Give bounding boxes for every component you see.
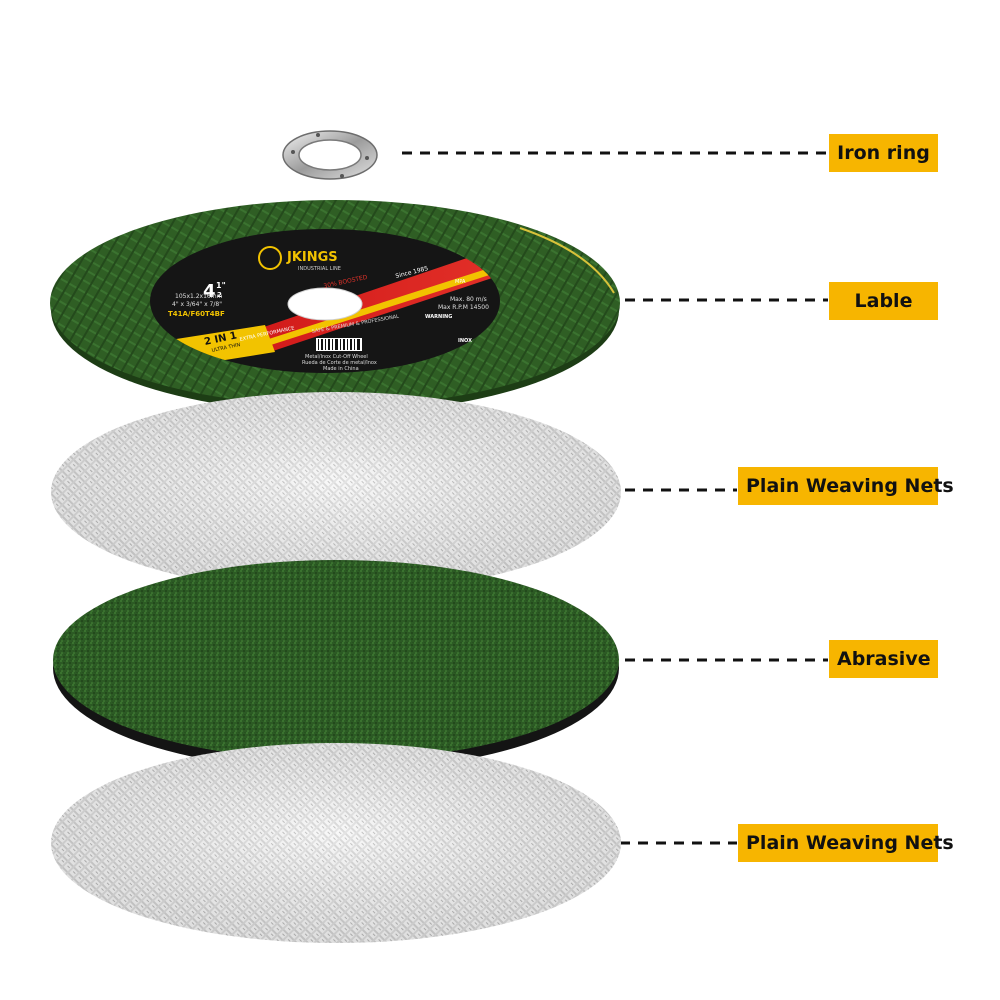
weaving-net-bottom-illustration — [51, 743, 621, 943]
disc-max-rpm-text: Max R.P.M 14500 — [438, 304, 489, 311]
disc-brand-text: JKINGS — [286, 250, 338, 265]
disc-inox-text: INOX — [458, 338, 472, 344]
disc-model-text: T41A/F60T4BF — [168, 310, 225, 318]
disc-mpa-text: MPA — [455, 279, 466, 285]
leader-lines — [402, 151, 828, 845]
disc-size-text: 4 — [203, 281, 216, 302]
disc-use-es-text: Rueda de Corte de metal/Inox — [302, 360, 377, 366]
weaving-net-top-illustration — [51, 392, 621, 592]
disc-use-en-text: Metal/Inox Cut-Off Wheel — [305, 354, 368, 360]
disc-spec-mm-text: 105x1.2x16mm — [175, 293, 223, 300]
callout-plain-weaving-nets-bottom: Plain Weaving Nets — [738, 824, 954, 862]
callout-plain-weaving-nets-top-text: Plain Weaving Nets — [746, 475, 954, 497]
callout-abrasive-text: Abrasive — [837, 648, 931, 670]
callout-abrasive: Abrasive — [829, 640, 938, 678]
callout-lable: Lable — [829, 282, 938, 320]
labelled-disc-illustration: JKINGS INDUSTRIAL LINE 4 1" 2 105x1.2x16… — [50, 200, 620, 413]
callout-iron-ring: Iron ring — [829, 134, 938, 172]
disc-barcode-bars — [318, 339, 360, 350]
disc-spec-in-text: 4" x 3/64" x 7/8" — [172, 301, 222, 308]
disc-warning-text: WARNING — [425, 314, 452, 320]
disc-brand-sub-text: INDUSTRIAL LINE — [298, 266, 341, 272]
abrasive-illustration — [53, 560, 619, 771]
disc-ultra-thin-text: ULTRA THIN — [211, 342, 241, 354]
callout-plain-weaving-nets-bottom-text: Plain Weaving Nets — [746, 832, 954, 854]
iron-ring-illustration — [282, 130, 378, 180]
callout-lable-text: Lable — [854, 290, 913, 312]
disc-size-fraction-text: 1" — [216, 281, 226, 290]
disc-size-denominator-text: 2 — [217, 291, 222, 299]
disc-max-speed-text: Max. 80 m/s — [450, 296, 487, 303]
callout-plain-weaving-nets-top: Plain Weaving Nets — [738, 467, 954, 505]
callout-iron-ring-text: Iron ring — [837, 142, 930, 164]
disc-made-text: Made in China — [323, 366, 359, 372]
